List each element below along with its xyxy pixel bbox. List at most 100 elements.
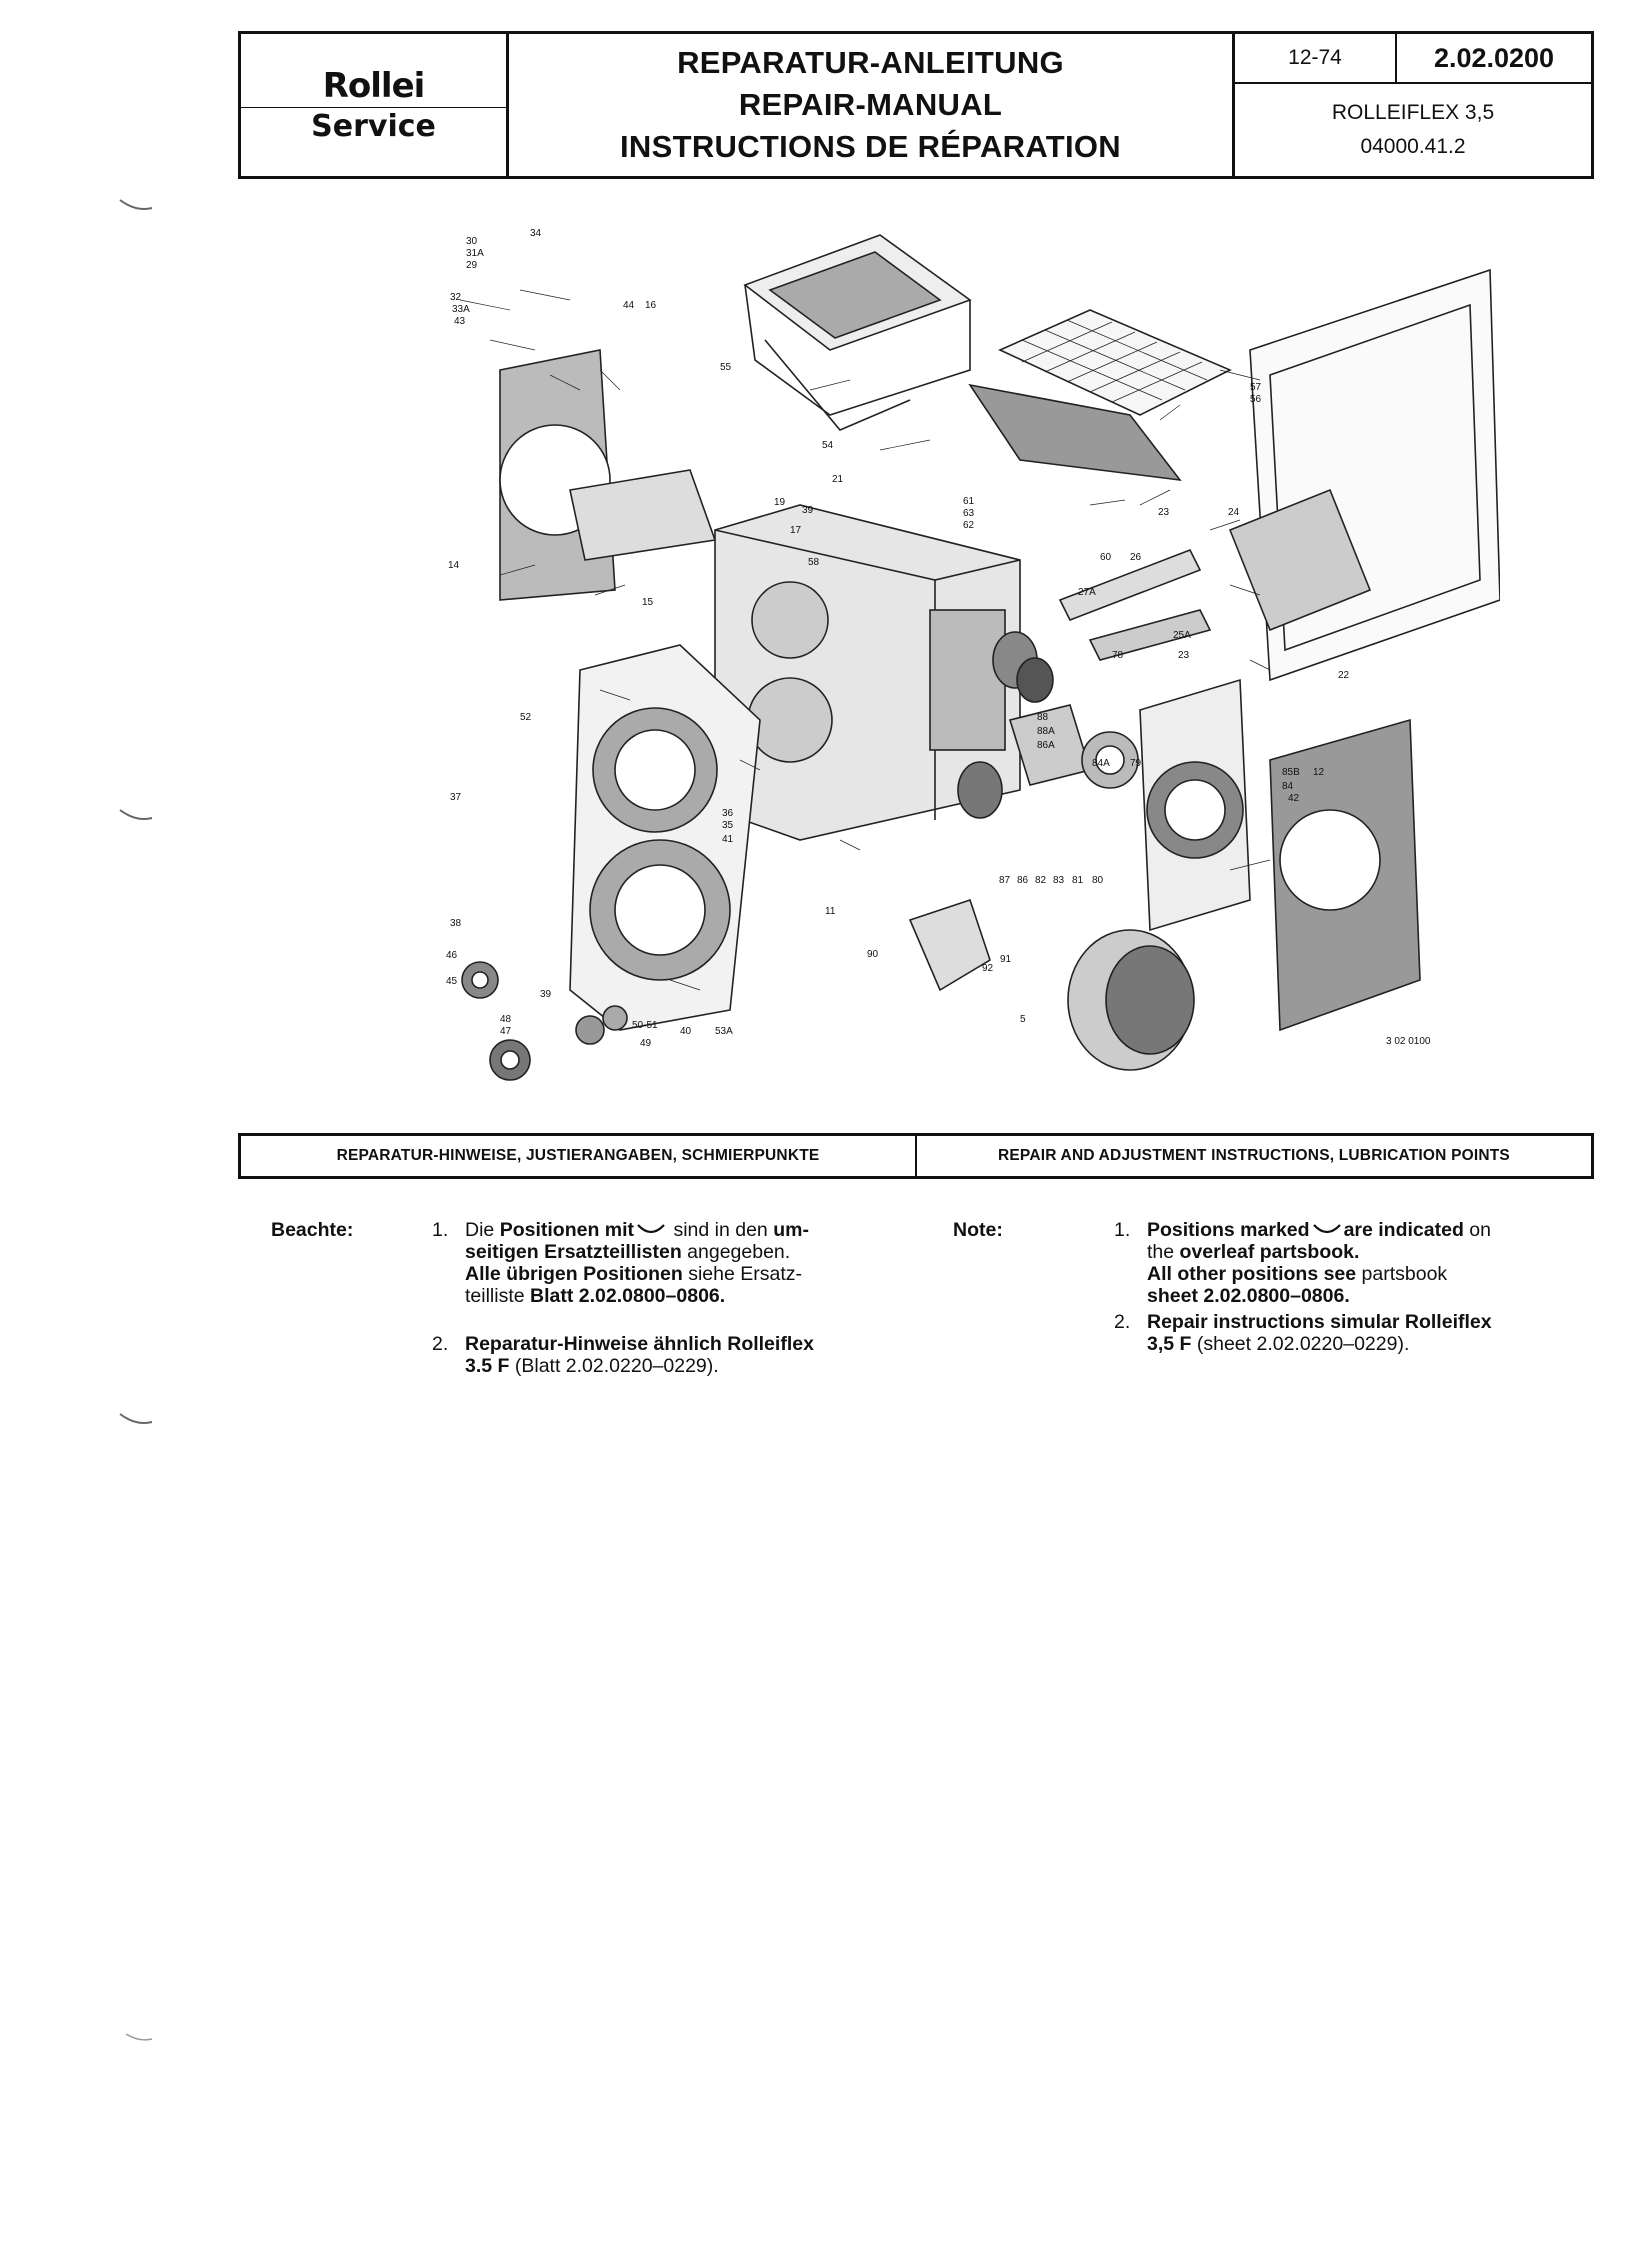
margin-mark bbox=[125, 2033, 153, 2041]
part-number-label: 14 bbox=[448, 560, 460, 571]
part-number-label: 27A bbox=[1078, 587, 1096, 598]
english-note-2: Repair instructions simular Rolleiflex 3… bbox=[1147, 1311, 1527, 1355]
sheet-number: 2.02.0200 bbox=[1433, 42, 1555, 73]
part-number-label: 86A bbox=[1037, 740, 1055, 751]
text-run: partsbook bbox=[1356, 1263, 1448, 1285]
part-number-label: 39 bbox=[540, 989, 552, 1000]
part-number-label: 36 bbox=[722, 808, 734, 819]
part-number-label: 57 bbox=[1250, 382, 1262, 393]
title-english: REPAIR-MANUAL bbox=[738, 87, 1003, 122]
part-number-label: 32 bbox=[450, 292, 462, 303]
text-run: sheet 2.02.0800–0806. bbox=[1147, 1285, 1350, 1307]
margin-mark bbox=[119, 809, 153, 820]
german-note-2: Reparatur-Hinweise ähnlich Rolleiflex 3.… bbox=[465, 1333, 845, 1377]
part-number-label: 26 bbox=[1130, 552, 1142, 563]
part-number-label: 50-51 bbox=[632, 1020, 658, 1031]
partsbook-mark-icon bbox=[1312, 1224, 1341, 1234]
part-number-label: 85B bbox=[1282, 767, 1300, 778]
part-number-label: 91 bbox=[1000, 954, 1012, 965]
logo-cell: Rollei Service bbox=[241, 34, 509, 176]
part-number-label: 15 bbox=[642, 597, 654, 608]
diagram-stamp: 3 02 0100 bbox=[1386, 1036, 1431, 1047]
part-number-label: 38 bbox=[450, 918, 462, 929]
text-run: seitigen Ersatzteillisten bbox=[465, 1241, 682, 1263]
part-number-label: 61 bbox=[963, 496, 975, 507]
part-number-label: 40 bbox=[680, 1026, 692, 1037]
part-number-label: 92 bbox=[982, 963, 994, 974]
text-run: siehe Ersatz- bbox=[682, 1263, 802, 1285]
part-number-label: 60 bbox=[1100, 552, 1112, 563]
english-item-number: 1. bbox=[1114, 1219, 1131, 1241]
part-number-label: 31A bbox=[466, 248, 484, 259]
part-number-label: 62 bbox=[963, 520, 975, 531]
text-run: (Blatt 2.02.0220–0229). bbox=[509, 1355, 719, 1377]
text-run: on bbox=[1463, 1219, 1491, 1241]
margin-mark bbox=[119, 199, 153, 210]
part-number-label: 54 bbox=[822, 440, 834, 451]
part-number-label: 5 bbox=[1020, 1014, 1026, 1025]
part-number-label: 23 bbox=[1178, 650, 1190, 661]
text-run: sind in den bbox=[668, 1219, 774, 1241]
text-run: Die bbox=[465, 1219, 500, 1241]
part-number-label: 78 bbox=[1112, 650, 1124, 661]
title-german: REPARATUR-ANLEITUNG bbox=[677, 45, 1064, 80]
text-run: Positions marked bbox=[1147, 1219, 1310, 1241]
text-run: Positionen mit bbox=[499, 1219, 635, 1241]
part-number-label: 90 bbox=[867, 949, 879, 960]
text-run: 3.5 F bbox=[465, 1355, 510, 1377]
german-item-number: 2. bbox=[432, 1333, 449, 1355]
text-run: Alle übrigen Positionen bbox=[465, 1263, 683, 1285]
part-number-label: 82 bbox=[1035, 875, 1047, 886]
text-run: angegeben. bbox=[681, 1241, 791, 1263]
title-french: INSTRUCTIONS DE RÉPARATION bbox=[620, 129, 1121, 164]
part-number-label: 49 bbox=[640, 1038, 652, 1049]
part-number-label: 43 bbox=[454, 316, 466, 327]
text-run: overleaf partsbook. bbox=[1179, 1241, 1360, 1263]
meta-cell: 12-74 2.02.0200 ROLLEIFLEX 3,5 04000.41.… bbox=[1235, 34, 1591, 176]
text-run: 3,5 F bbox=[1147, 1333, 1192, 1355]
issue-date: 12-74 bbox=[1235, 34, 1397, 82]
section-bar: REPARATUR-HINWEISE, JUSTIERANGABEN, SCHM… bbox=[238, 1133, 1594, 1179]
part-number-label: 17 bbox=[790, 525, 802, 536]
text-run: the bbox=[1147, 1241, 1180, 1263]
part-code: 04000.41.2 bbox=[1360, 135, 1466, 158]
part-number-label: 84 bbox=[1282, 781, 1294, 792]
partsbook-mark-icon bbox=[637, 1224, 665, 1234]
title-cell: REPARATUR-ANLEITUNG REPAIR-MANUAL INSTRU… bbox=[509, 34, 1235, 176]
part-number-label: 39 bbox=[802, 505, 814, 516]
part-number-label: 35 bbox=[722, 820, 734, 831]
part-number-label: 33A bbox=[452, 304, 470, 315]
part-number-label: 63 bbox=[963, 508, 975, 519]
text-run: um- bbox=[773, 1219, 809, 1241]
part-number-label: 88A bbox=[1037, 726, 1055, 737]
part-number-label: 55 bbox=[720, 362, 732, 373]
part-number-label: 41 bbox=[722, 834, 734, 845]
part-number-label: 16 bbox=[645, 300, 657, 311]
logo-divider bbox=[241, 106, 506, 108]
part-number-label: 88 bbox=[1037, 712, 1049, 723]
note-label-german: Beachte: bbox=[271, 1219, 354, 1241]
margin-mark bbox=[119, 1413, 153, 1424]
text-run: Reparatur-Hinweise ähnlich Rolleiflex bbox=[465, 1333, 814, 1355]
part-number-label: 34 bbox=[530, 228, 542, 239]
part-number-label: 21 bbox=[832, 474, 844, 485]
german-item-number: 1. bbox=[432, 1219, 449, 1241]
part-number-label: 29 bbox=[466, 260, 478, 271]
text-run: Blatt 2.02.0800–0806. bbox=[530, 1285, 726, 1307]
part-number-label: 80 bbox=[1092, 875, 1104, 886]
model-name: ROLLEIFLEX 3,5 bbox=[1331, 101, 1495, 124]
part-number-label: 58 bbox=[808, 557, 820, 568]
part-number-label: 53A bbox=[715, 1026, 733, 1037]
section-heading-english: REPAIR AND ADJUSTMENT INSTRUCTIONS, LUBR… bbox=[998, 1147, 1510, 1164]
text-run: All other positions see bbox=[1147, 1263, 1357, 1285]
text-run: Repair instructions simular Rolleiflex bbox=[1147, 1311, 1492, 1333]
part-number-label: 19 bbox=[774, 497, 786, 508]
part-number-label: 56 bbox=[1250, 394, 1262, 405]
rollei-logo: Rollei bbox=[322, 65, 426, 106]
part-number-label: 48 bbox=[500, 1014, 512, 1025]
german-note-1: Die Positionen mit sind in den um- seiti… bbox=[465, 1219, 845, 1307]
part-number-label: 52 bbox=[520, 712, 532, 723]
header-table: Rollei Service REPARATUR-ANLEITUNG REPAI… bbox=[238, 31, 1594, 179]
